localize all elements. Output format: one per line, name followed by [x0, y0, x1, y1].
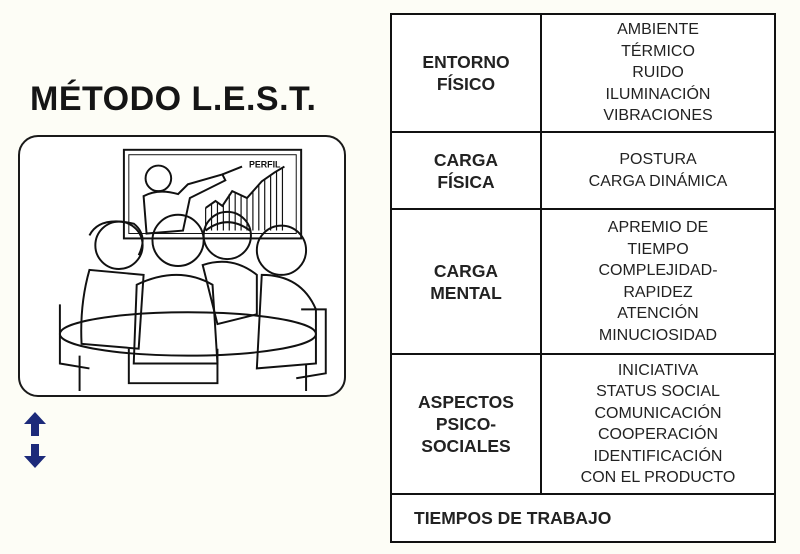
table-row-tiempos-de-trabajo: TIEMPOS DE TRABAJO — [390, 493, 776, 543]
item-text: TIEMPO — [627, 240, 689, 258]
item-text: COMUNICACIÓN — [594, 404, 722, 422]
meeting-drawing-icon: PERFIL — [58, 148, 327, 392]
item-text: POSTURA — [619, 151, 697, 168]
item-text: COMPLEJIDAD- — [598, 262, 718, 279]
factor-label: ENTORNO — [422, 52, 510, 72]
factor-label: CARGA — [433, 260, 499, 281]
item-text: RAPIDEZ — [623, 283, 693, 301]
lest-factors-table: ENTORNO FÍSICO AMBIENTE TÉRMICO RUIDO IL… — [390, 13, 776, 543]
footer-cell: TIEMPOS DE TRABAJO — [390, 493, 776, 543]
table-row-aspectos-psicosociales: ASPECTOS PSICO- SOCIALES INICIATIVA STAT… — [390, 353, 776, 495]
items-cell: APREMIO DE TIEMPO COMPLEJIDAD- RAPIDEZ A… — [540, 208, 776, 355]
factor-label: FÍSICO — [436, 74, 496, 94]
item-text: RUIDO — [632, 64, 684, 82]
item-text: COOPERACIÓN — [597, 426, 718, 443]
page-title: MÉTODO L.E.S.T. — [30, 80, 317, 118]
item-text: CON EL PRODUCTO — [580, 469, 736, 486]
factor-label: FÍSICA — [437, 171, 495, 192]
table-row-carga-mental: CARGA MENTAL APREMIO DE TIEMPO COMPLEJID… — [390, 208, 776, 355]
item-text: AMBIENTE — [617, 21, 699, 39]
factor-cell: CARGA MENTAL — [390, 208, 542, 355]
item-text: INICIATIVA — [617, 361, 699, 379]
table-row-carga-fisica: CARGA FÍSICA POSTURA CARGA DINÁMICA — [390, 131, 776, 210]
factor-label: CARGA — [433, 149, 499, 170]
meeting-illustration: PERFIL — [18, 135, 346, 397]
factor-cell: ASPECTOS PSICO- SOCIALES — [390, 353, 542, 495]
factor-cell: ENTORNO FÍSICO — [390, 13, 542, 133]
item-text: STATUS SOCIAL — [596, 383, 720, 400]
item-text: IDENTIFICACIÓN — [593, 447, 723, 465]
factor-label: PSICO- — [435, 414, 497, 434]
up-down-arrows-icon[interactable] — [22, 410, 48, 470]
item-text: TÉRMICO — [621, 42, 695, 60]
factor-cell: CARGA FÍSICA — [390, 131, 542, 210]
items-cell: AMBIENTE TÉRMICO RUIDO ILUMINACIÓN VIBRA… — [540, 13, 776, 133]
svg-text:PERFIL: PERFIL — [249, 160, 281, 170]
item-text: MINUCIOSIDAD — [598, 326, 718, 344]
table-row-entorno-fisico: ENTORNO FÍSICO AMBIENTE TÉRMICO RUIDO IL… — [390, 13, 776, 133]
item-text: ATENCIÓN — [617, 305, 699, 322]
item-text: APREMIO DE — [607, 219, 709, 236]
item-text: ILUMINACIÓN — [605, 85, 711, 103]
item-text: CARGA DINÁMICA — [588, 172, 728, 190]
factor-label: ASPECTOS — [418, 392, 514, 412]
factor-label: SOCIALES — [421, 436, 511, 456]
factor-label: MENTAL — [430, 282, 502, 303]
items-cell: INICIATIVA STATUS SOCIAL COMUNICACIÓN CO… — [540, 353, 776, 495]
items-cell: POSTURA CARGA DINÁMICA — [540, 131, 776, 210]
item-text: VIBRACIONES — [603, 107, 713, 125]
